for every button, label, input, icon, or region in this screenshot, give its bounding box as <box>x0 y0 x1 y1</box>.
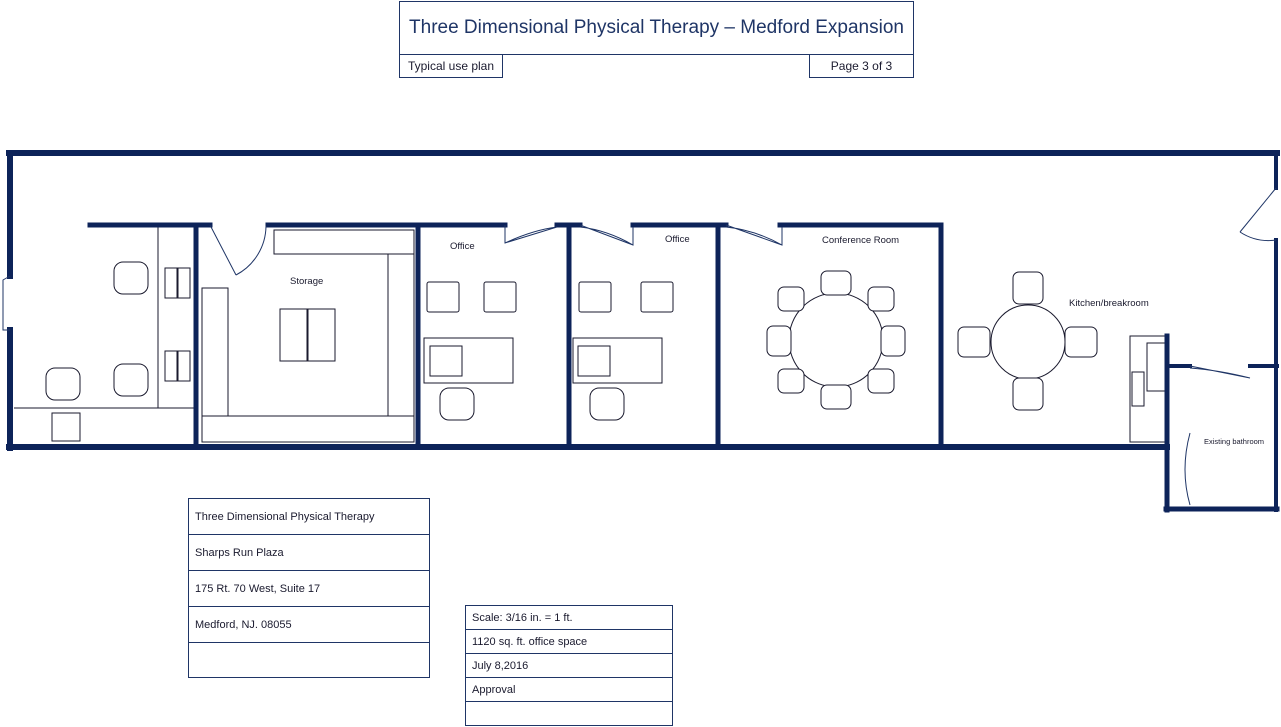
doors <box>2 187 1277 506</box>
room-labels: Storage Office Office Conference Room Ki… <box>290 234 1264 446</box>
page-number-tag: Page 3 of 3 <box>809 54 914 78</box>
room-label-conference: Conference Room <box>822 235 899 246</box>
conference-chairs <box>766 270 906 410</box>
drawing-title: Three Dimensional Physical Therapy – Med… <box>399 1 914 55</box>
computer-icons <box>51 267 611 442</box>
info-row-blank <box>466 702 672 725</box>
address-row-city: Medford, NJ. 08055 <box>189 607 429 643</box>
address-row-blank <box>189 643 429 677</box>
info-block: Scale: 3/16 in. = 1 ft. 1120 sq. ft. off… <box>465 605 673 726</box>
address-row-company: Three Dimensional Physical Therapy <box>189 499 429 535</box>
room-label-office-1: Office <box>450 241 475 252</box>
interior-lines <box>14 227 1167 443</box>
chairs <box>45 261 674 421</box>
kitchen-table <box>957 271 1098 411</box>
address-row-street: 175 Rt. 70 West, Suite 17 <box>189 571 429 607</box>
address-block: Three Dimensional Physical Therapy Sharp… <box>188 498 430 678</box>
room-label-bathroom: Existing bathroom <box>1204 437 1264 446</box>
info-row-date: July 8,2016 <box>466 654 672 678</box>
info-row-approval: Approval <box>466 678 672 702</box>
plan-type-tag: Typical use plan <box>399 54 503 78</box>
info-row-area: 1120 sq. ft. office space <box>466 630 672 654</box>
info-row-scale: Scale: 3/16 in. = 1 ft. <box>466 606 672 630</box>
walls <box>6 150 1280 513</box>
room-label-office-2: Office <box>665 234 690 245</box>
room-label-storage: Storage <box>290 276 323 287</box>
address-row-plaza: Sharps Run Plaza <box>189 535 429 571</box>
room-label-kitchen: Kitchen/breakroom <box>1069 298 1149 309</box>
